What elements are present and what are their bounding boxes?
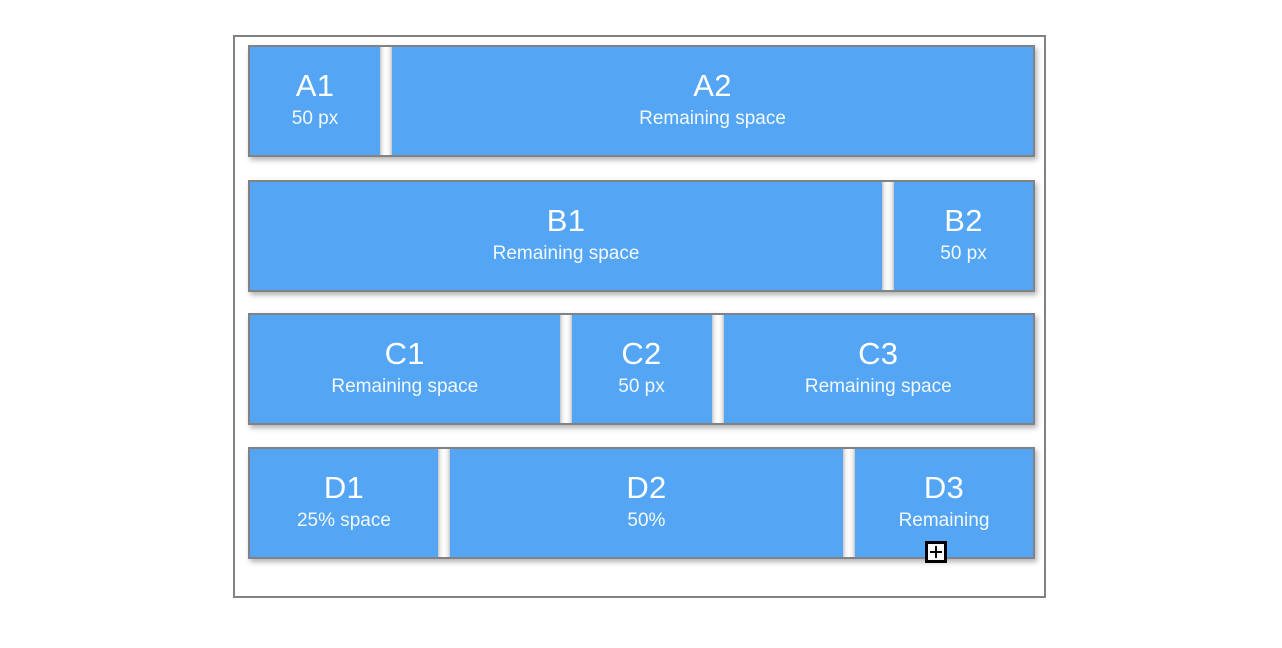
pane-c2-subtitle: 50 px [618, 375, 665, 397]
pane-a2[interactable]: A2 Remaining space [392, 47, 1033, 155]
pane-c1[interactable]: C1 Remaining space [250, 315, 560, 423]
pane-c3-subtitle: Remaining space [804, 375, 952, 397]
pane-d1[interactable]: D1 25% space [250, 449, 438, 557]
pane-a2-title: A2 [693, 68, 732, 104]
pane-b1-title: B1 [546, 203, 586, 239]
splitter-row-a: A1 50 px A2 Remaining space [248, 45, 1035, 157]
pane-c3-title: C3 [858, 336, 899, 372]
pane-b1-subtitle: Remaining space [492, 242, 640, 264]
pane-d2[interactable]: D2 50% [449, 449, 843, 557]
pane-c1-title: C1 [384, 336, 425, 372]
pane-a1-subtitle: 50 px [291, 107, 339, 129]
pane-d1-title: D1 [323, 470, 365, 506]
pane-a1-title: A1 [295, 68, 335, 104]
pane-b1[interactable]: B1 Remaining space [250, 182, 882, 290]
pane-a2-subtitle: Remaining space [639, 107, 786, 129]
splitter-row-c: C1 Remaining space C2 50 px C3 Remaining… [248, 313, 1035, 425]
splitter-handle-a1-a2[interactable] [380, 47, 392, 155]
pane-c1-subtitle: Remaining space [331, 375, 479, 397]
splitter-row-d: D1 25% space D2 50% D3 Remaining [248, 447, 1035, 559]
pane-a1[interactable]: A1 50 px [250, 47, 380, 155]
pane-b2[interactable]: B2 50 px [894, 182, 1033, 290]
pane-c2-title: C2 [621, 336, 662, 372]
splitter-handle-d1-d2[interactable] [437, 449, 450, 557]
pane-d3-subtitle: Remaining [898, 509, 990, 531]
pane-d1-subtitle: 25% space [296, 509, 391, 531]
pane-c2[interactable]: C2 50 px [571, 315, 712, 423]
pane-c3[interactable]: C3 Remaining space [723, 315, 1033, 423]
splitter-handle-b1-b2[interactable] [882, 182, 894, 290]
crosshair-cursor-icon [925, 541, 947, 563]
app-frame: A1 50 px A2 Remaining space B1 Remaining… [233, 35, 1046, 598]
splitter-handle-c2-c3[interactable] [711, 315, 724, 423]
splitter-handle-d2-d3[interactable] [842, 449, 855, 557]
pane-d2-subtitle: 50% [627, 509, 666, 531]
pane-d2-title: D2 [626, 470, 667, 506]
splitter-row-b: B1 Remaining space B2 50 px [248, 180, 1035, 292]
pane-d3-title: D3 [923, 470, 965, 506]
splitter-handle-c1-c2[interactable] [559, 315, 572, 423]
pane-b2-title: B2 [944, 203, 983, 239]
pane-b2-subtitle: 50 px [940, 242, 987, 264]
pane-d3[interactable]: D3 Remaining [854, 449, 1033, 557]
